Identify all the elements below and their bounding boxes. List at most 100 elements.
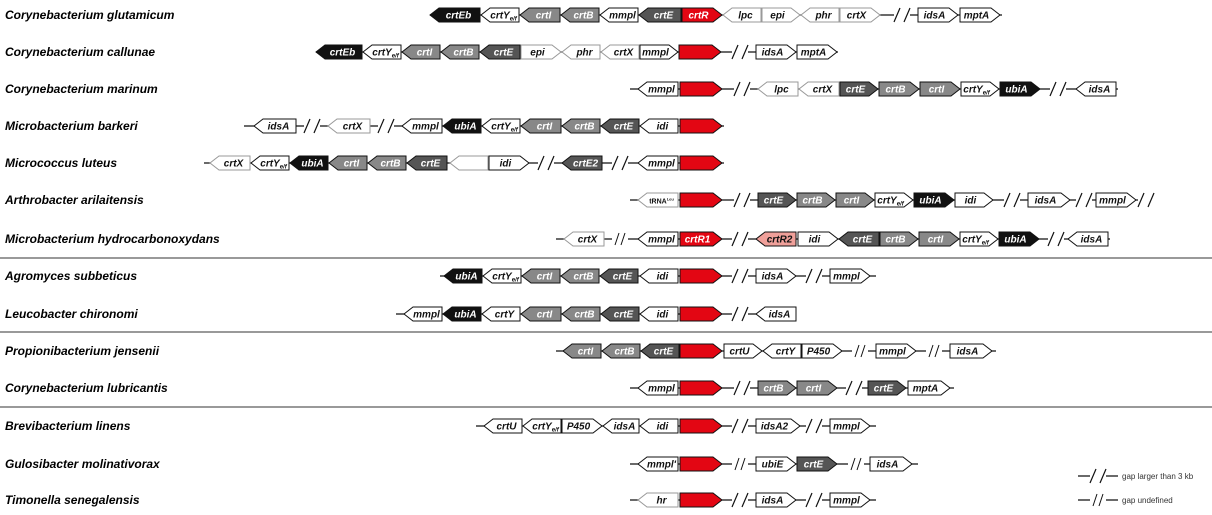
gene-arrow-shape xyxy=(520,44,562,60)
gap-undefined-marker xyxy=(848,457,864,471)
gene-ubia: ubiA xyxy=(443,268,483,284)
gene-arrow-shape xyxy=(637,380,679,396)
gene-label-main: crtY xyxy=(490,11,511,22)
gene-arrow-shape xyxy=(442,118,482,134)
gene-ubia: ubiA xyxy=(442,118,482,134)
gene-arrow-shape xyxy=(1095,192,1137,208)
gene-label: crtB xyxy=(885,85,905,96)
gene-hr: hr xyxy=(637,492,679,508)
gene-arrow-shape xyxy=(918,231,960,247)
gene-arrow-shape xyxy=(755,418,801,434)
gene-arrow-shape xyxy=(829,492,871,508)
gene-crti: crtI xyxy=(519,7,561,23)
gene-arrow-shape xyxy=(599,7,639,23)
gene-label: idi xyxy=(965,196,977,207)
gene-label: mmpl xyxy=(648,85,675,96)
gene-arrow-shape xyxy=(639,418,679,434)
gene-label: idsA xyxy=(762,496,784,507)
gene-label: crtE xyxy=(846,85,866,96)
gene-label: idi xyxy=(809,235,821,246)
gene-red-cluster xyxy=(679,268,723,284)
gene-label: epi xyxy=(770,11,785,22)
species-name: Microbacterium barkeri xyxy=(5,119,138,133)
gene-crtr: crtR xyxy=(681,7,723,23)
gene-label: mptA xyxy=(801,48,827,59)
gap-large-marker xyxy=(805,492,823,508)
gene-lpc: lpc xyxy=(757,81,799,97)
gene-arrow-shape xyxy=(429,7,481,23)
gene-arrow-shape xyxy=(679,81,723,97)
gene-arrow-shape xyxy=(483,418,523,434)
gene-idsa: idsA xyxy=(755,44,797,60)
gene-idi: idi xyxy=(797,231,839,247)
gene-arrow-shape xyxy=(600,118,640,134)
gene-label: idi xyxy=(500,159,512,170)
gene-crti: crtI xyxy=(520,118,562,134)
gene-arrow-shape xyxy=(757,192,797,208)
gene-crtb: crtB xyxy=(560,268,600,284)
gene-arrow-shape xyxy=(637,231,679,247)
gap-undefined-marker xyxy=(852,344,868,358)
gene-label: crtE2 xyxy=(573,159,598,170)
gene-label-subscript: e/f xyxy=(983,91,991,97)
gene-label: crtY xyxy=(776,347,797,358)
gene-arrow-shape xyxy=(481,118,521,134)
gene-label: crtE xyxy=(614,310,634,321)
gene-epi: epi xyxy=(761,7,801,23)
gene-mmpl: mmpl xyxy=(403,306,443,322)
gene-arrow-shape xyxy=(442,306,482,322)
gene-arrow-shape xyxy=(601,343,641,359)
gene-label: idsA xyxy=(762,48,784,59)
gene-arrow-shape xyxy=(522,418,562,434)
gene-label: ubiA xyxy=(1004,235,1026,246)
gene-arrow-shape xyxy=(561,155,603,171)
gene-arrow-shape xyxy=(639,118,679,134)
gene-label-superscript: Leu xyxy=(667,197,675,202)
gene-crtb: crtB xyxy=(560,7,600,23)
gene-crtb: crtB xyxy=(561,118,601,134)
gene-arrow-shape xyxy=(520,118,562,134)
gene-crtr1: crtR1 xyxy=(679,231,723,247)
gene-label: crtB xyxy=(885,235,905,246)
gap-large-marker xyxy=(1137,192,1155,208)
gene-idi: idi xyxy=(954,192,994,208)
gene-arrow-shape xyxy=(637,81,679,97)
gene-label: crtR xyxy=(688,11,709,22)
gene-idi: idi xyxy=(639,118,679,134)
gene-ubie: ubiE xyxy=(755,456,797,472)
gene-arrow-shape xyxy=(796,380,838,396)
gene-label: crtYe/f xyxy=(877,196,904,208)
gene-crti: crtI xyxy=(562,343,602,359)
gene-label: crtI xyxy=(929,85,945,96)
gap-large-marker xyxy=(731,231,749,247)
gene-crtr2: crtR2 xyxy=(755,231,797,247)
gene-mpta: mptA xyxy=(907,380,951,396)
gene-phr: phr xyxy=(561,44,601,60)
gene-p450: P450 xyxy=(801,343,843,359)
gene-arrow-shape xyxy=(755,268,797,284)
gene-label: tRNALeu xyxy=(649,197,674,206)
gene-arrow-shape xyxy=(829,268,871,284)
gene-arrow-shape xyxy=(757,380,797,396)
gene-arrow-shape xyxy=(481,306,521,322)
gene-arrow-shape xyxy=(874,192,914,208)
legend-item-gap3: gap larger than 3 kb xyxy=(1078,468,1194,484)
gene-arrow-shape xyxy=(520,306,562,322)
gene-arrow-shape xyxy=(917,7,959,23)
gene-label: mmpl xyxy=(642,48,669,59)
gap-large-marker xyxy=(303,118,321,134)
gene-crtx: crtX xyxy=(600,44,640,60)
gene-arrow-shape xyxy=(637,456,679,472)
gap-large-marker xyxy=(731,492,749,508)
gene-mmpl: mmpl xyxy=(637,380,679,396)
gene-arrow-shape xyxy=(362,44,402,60)
gene-idsa: idsA xyxy=(602,418,640,434)
gene-label: crtR2 xyxy=(767,235,793,246)
gene-idi: idi xyxy=(488,155,530,171)
gene-label: mmpl xyxy=(879,347,906,358)
